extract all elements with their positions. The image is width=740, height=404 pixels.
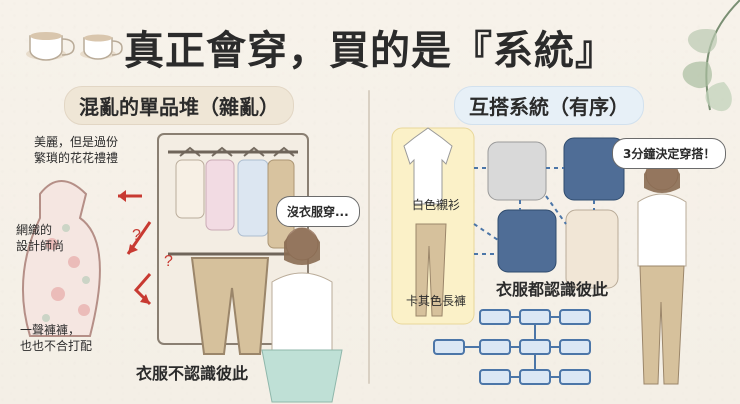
right-section-heading: 互搭系統（有序） — [454, 86, 644, 125]
right-label-pants: 卡其色長褲 — [406, 294, 467, 308]
leaves-illustration — [682, 0, 740, 112]
left-section-heading: 混亂的單品堆（雜亂） — [64, 86, 294, 125]
right-speech-bubble: 3分鐘決定穿搭！ — [612, 138, 727, 169]
right-illustration — [391, 127, 687, 385]
svg-text:?: ? — [132, 227, 141, 244]
left-note-top: 美麗，但是過份 繁瑣的花花禮禮 — [34, 135, 119, 166]
right-caption: 衣服都認識彼此 — [496, 280, 609, 299]
right-label-shirt: 白色襯衫 — [412, 198, 461, 212]
svg-text:?: ? — [164, 253, 173, 270]
left-speech-bubble: 沒衣服穿... — [276, 196, 360, 227]
left-illustration: ? ? — [21, 133, 343, 403]
coffee-cups-illustration — [26, 32, 123, 61]
page-title: 真正會穿，買的是『系統』 — [124, 28, 616, 74]
left-caption: 衣服不認識彼此 — [136, 364, 249, 383]
section-divider — [368, 90, 370, 384]
left-note-middle: 網織的 設計師尚 — [16, 223, 65, 254]
left-note-bottom: 一聲褲褲， 也也不合打配 — [20, 323, 93, 354]
